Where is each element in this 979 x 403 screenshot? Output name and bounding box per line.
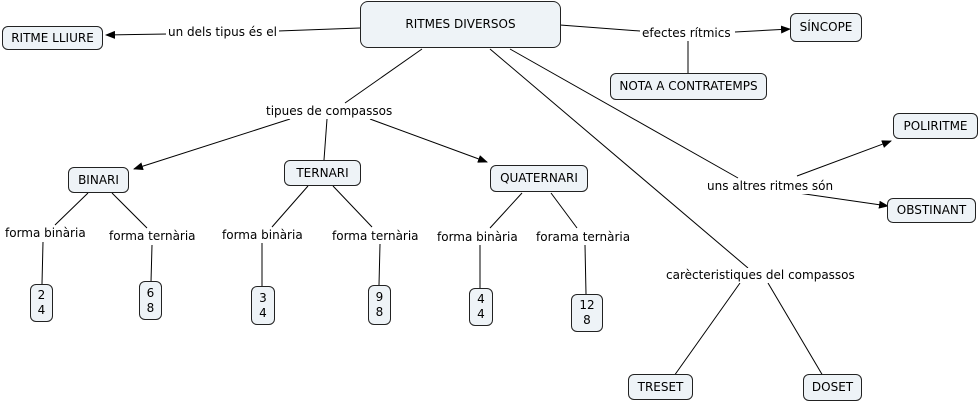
concept-ritmes-diversos[interactable]: RITMES DIVERSOS (360, 1, 561, 48)
connector (133, 118, 291, 171)
concept-doset[interactable]: DOSET (803, 374, 862, 401)
connector (271, 185, 309, 228)
concept-poliritme[interactable]: POLIRITME (893, 113, 978, 139)
concept-treset[interactable]: TRESET (628, 374, 693, 400)
connector (734, 25, 791, 34)
concept-obstinant[interactable]: OBSTINANT (887, 198, 976, 223)
connector (332, 185, 373, 228)
connector (509, 48, 739, 179)
concept-ritme-lliure[interactable]: RITME LLIURE (2, 26, 103, 50)
connector (378, 243, 381, 286)
concept-measure-12-8[interactable]: 12 8 (571, 294, 603, 332)
connector (767, 282, 824, 377)
concept-measure-6-8[interactable]: 6 8 (139, 281, 162, 320)
link-efectes-ritmics[interactable]: efectes rítmics (640, 26, 733, 41)
connector (54, 192, 89, 226)
link-quaternari-forma-binaria[interactable]: forma binària (435, 230, 520, 245)
connector (344, 48, 423, 104)
concept-binari[interactable]: BINARI (68, 167, 129, 193)
connector (105, 30, 169, 39)
link-ternari-forma-binaria[interactable]: forma binària (220, 228, 305, 243)
connector (323, 118, 328, 161)
link-caracteristiques[interactable]: carècteristiques del compassos (664, 268, 857, 283)
connector (550, 192, 578, 229)
concept-nota-a-contratemps[interactable]: NOTA A CONTRATEMPS (610, 73, 767, 100)
connector (41, 241, 44, 285)
connector (584, 244, 587, 295)
connector (150, 244, 153, 283)
connector (369, 118, 488, 163)
concept-ternari[interactable]: TERNARI (284, 160, 361, 186)
link-quaternari-forama-ternaria[interactable]: forama ternària (534, 230, 633, 245)
connector (489, 48, 749, 269)
concept-measure-9-8[interactable]: 9 8 (368, 285, 391, 325)
connector (797, 192, 889, 209)
link-tipues-de-compassos[interactable]: tipues de compassos (264, 104, 395, 119)
connector (111, 192, 148, 229)
concept-sincope[interactable]: SÍNCOPE (790, 13, 862, 42)
connector (277, 27, 361, 32)
link-binari-forma-ternaria[interactable]: forma ternària (107, 229, 198, 244)
link-binari-forma-binaria[interactable]: forma binària (3, 226, 88, 241)
concept-measure-2-4[interactable]: 2 4 (30, 284, 53, 322)
link-uns-altres-ritmes[interactable]: uns altres ritmes són (705, 179, 836, 194)
link-ternari-forma-ternaria[interactable]: forma ternària (330, 229, 421, 244)
connector (673, 282, 741, 377)
connector (796, 140, 892, 177)
concept-measure-3-4[interactable]: 3 4 (251, 286, 275, 325)
link-un-dels-tipus[interactable]: un dels tipus és el (166, 25, 279, 40)
concept-quaternari[interactable]: QUATERNARI (490, 165, 588, 192)
concept-measure-4-4[interactable]: 4 4 (469, 288, 493, 326)
connector (559, 24, 641, 32)
connector (489, 192, 523, 229)
